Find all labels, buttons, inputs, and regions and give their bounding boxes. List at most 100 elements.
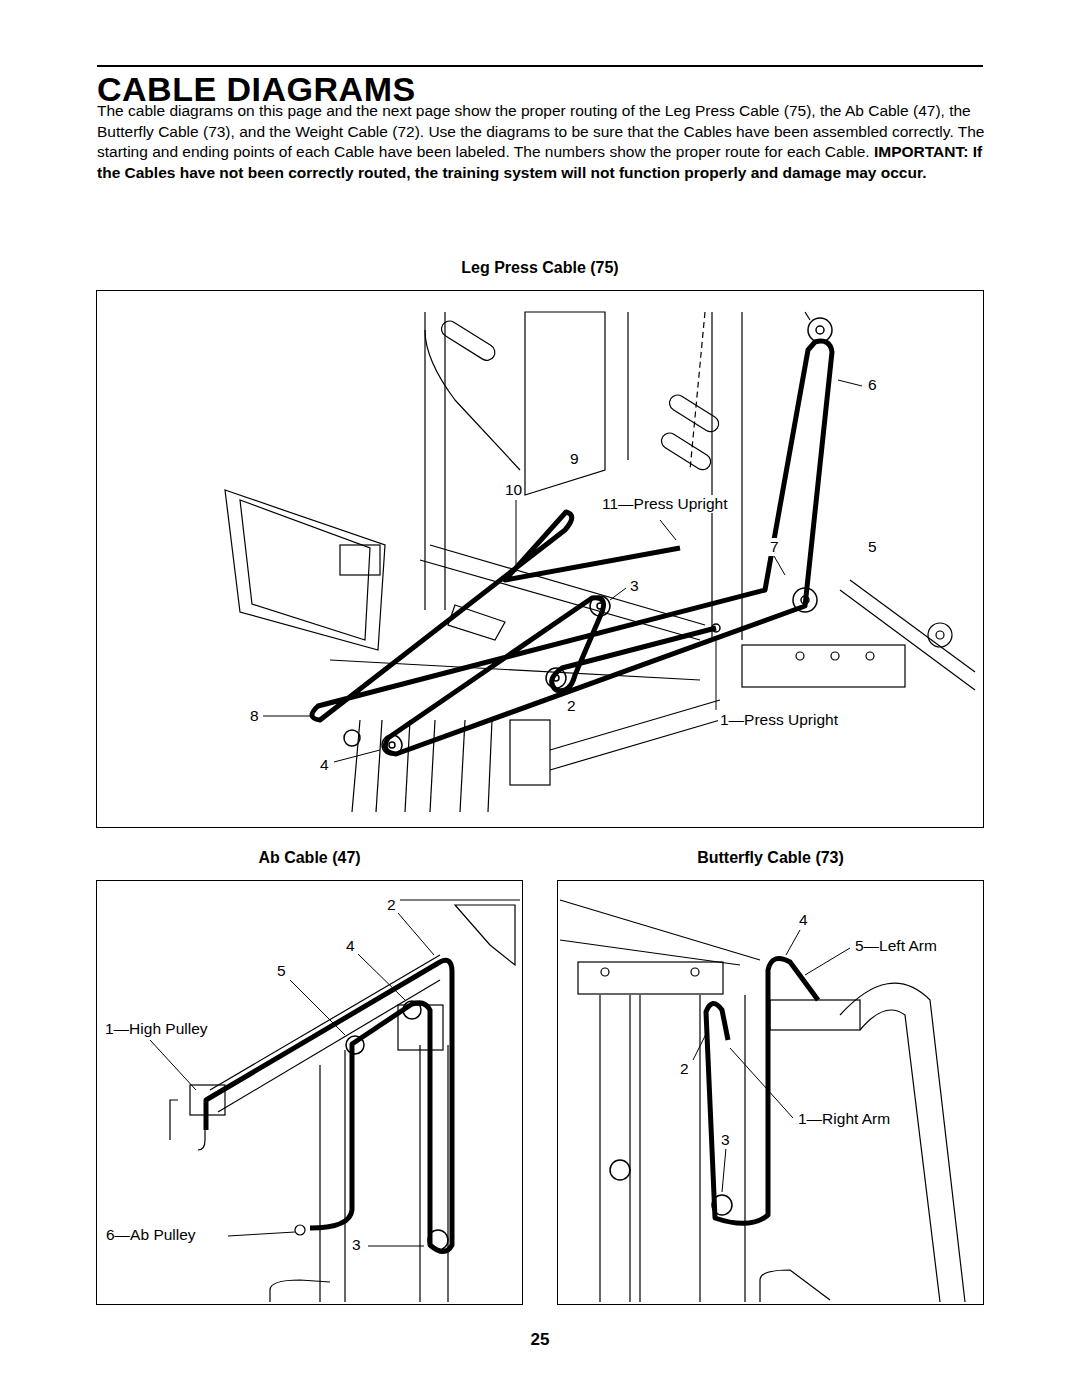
callout-number: 5	[275, 962, 288, 980]
illustration-stroke	[400, 899, 520, 900]
illustration-stroke	[610, 588, 626, 600]
illustration-stroke	[801, 596, 809, 604]
callout-number: 7	[768, 538, 781, 556]
illustration-stroke	[796, 652, 804, 660]
illustration-stroke	[691, 968, 699, 976]
callout-number: 10	[503, 481, 524, 499]
body-text: The cable diagrams on this page and the …	[97, 102, 984, 160]
leg-press-frame	[225, 312, 975, 812]
illustration-stroke	[419, 1045, 420, 1302]
callout-number: 5	[866, 538, 879, 556]
illustration-stroke	[601, 968, 609, 976]
illustration-stroke	[448, 605, 505, 640]
illustration-stroke	[444, 312, 445, 610]
illustration-stroke	[659, 430, 714, 473]
illustration-stroke	[218, 980, 440, 1112]
illustration-stroke	[312, 341, 832, 754]
callout-number: 6	[866, 376, 879, 394]
illustration-stroke	[744, 995, 745, 1302]
illustration-stroke	[206, 960, 452, 1251]
callout-number: 4	[318, 756, 331, 774]
callout-number: 11—Press Upright	[600, 495, 729, 513]
illustration-stroke	[560, 940, 740, 965]
illustration-stroke	[319, 1065, 320, 1302]
illustration-stroke	[712, 1195, 732, 1215]
butterfly-frame	[560, 900, 965, 1302]
ab-frame	[170, 900, 520, 1302]
illustration-stroke	[711, 312, 712, 640]
illustration-stroke	[660, 520, 676, 540]
callout-number: 1—High Pulley	[103, 1020, 210, 1038]
illustration-stroke	[150, 1040, 196, 1090]
illustration-stroke	[510, 720, 550, 785]
illustration-stroke	[488, 720, 492, 812]
illustration-stroke	[760, 1270, 830, 1302]
illustration-stroke	[699, 995, 700, 1302]
illustration-stroke	[346, 1036, 364, 1054]
callout-number: 9	[568, 450, 581, 468]
illustration-stroke	[712, 624, 720, 632]
illustration-stroke	[838, 380, 862, 386]
callout-number: 2	[565, 697, 578, 715]
illustration-stroke	[405, 720, 410, 812]
illustration-stroke	[786, 930, 800, 955]
illustration-stroke	[295, 1225, 305, 1235]
leader-lines	[693, 930, 850, 1192]
illustration-stroke	[741, 312, 742, 640]
illustration-stroke	[516, 500, 517, 572]
illustration-stroke	[722, 1148, 726, 1192]
illustration-stroke	[398, 913, 434, 955]
callout-number: 1—Press Upright	[718, 711, 840, 729]
illustration-stroke	[866, 652, 874, 660]
diagram-panel: Leg Press Cable (75)	[96, 290, 984, 828]
illustration-stroke	[225, 490, 385, 650]
illustration-stroke	[805, 948, 850, 975]
callout-number: 3	[628, 577, 641, 595]
illustration-stroke	[831, 652, 839, 660]
illustration-stroke	[553, 675, 559, 681]
illustration-stroke	[425, 330, 520, 470]
illustration-stroke	[597, 603, 603, 609]
illustration-stroke	[693, 1030, 708, 1060]
illustration-stroke	[455, 905, 515, 965]
illustration-stroke	[936, 631, 944, 639]
illustration-stroke	[334, 750, 380, 762]
page-number: 25	[531, 1330, 550, 1350]
illustration-stroke	[290, 980, 345, 1035]
illustration-stroke	[525, 312, 605, 495]
callout-number: 4	[797, 911, 810, 929]
illustration-stroke	[742, 645, 905, 687]
leader-lines	[263, 380, 862, 762]
intro-paragraph: The cable diagrams on this page and the …	[97, 101, 985, 183]
illustration-stroke	[850, 580, 975, 672]
illustration-stroke	[610, 1160, 630, 1180]
illustration-stroke	[389, 742, 395, 748]
leader-lines	[150, 913, 434, 1246]
illustration-stroke	[706, 958, 818, 1223]
illustration-stroke	[560, 900, 760, 960]
callout-number: 4	[344, 937, 357, 955]
illustration-stroke	[840, 983, 965, 1302]
panel-heading: Ab Cable (47)	[97, 849, 522, 867]
butterfly-cable	[610, 958, 818, 1223]
illustration-stroke	[590, 596, 610, 616]
illustration-stroke	[439, 318, 498, 363]
illustration-stroke	[460, 720, 465, 812]
callout-number: 1—Right Arm	[796, 1110, 892, 1128]
callout-number: 3	[350, 1236, 363, 1254]
illustration-stroke	[793, 588, 817, 612]
illustration-stroke	[403, 1001, 421, 1019]
illustration-stroke	[546, 668, 566, 688]
illustration-stroke	[599, 995, 600, 1302]
illustration-stroke	[716, 636, 717, 710]
illustration-stroke	[808, 318, 832, 342]
illustration-stroke	[550, 720, 720, 770]
illustration-stroke	[774, 556, 785, 575]
illustration-stroke	[424, 312, 425, 610]
illustration-stroke	[240, 500, 370, 640]
leg-press-cable	[312, 318, 832, 755]
illustration-stroke	[578, 962, 723, 994]
illustration-stroke	[228, 1232, 295, 1236]
illustration-stroke	[97, 65, 983, 67]
